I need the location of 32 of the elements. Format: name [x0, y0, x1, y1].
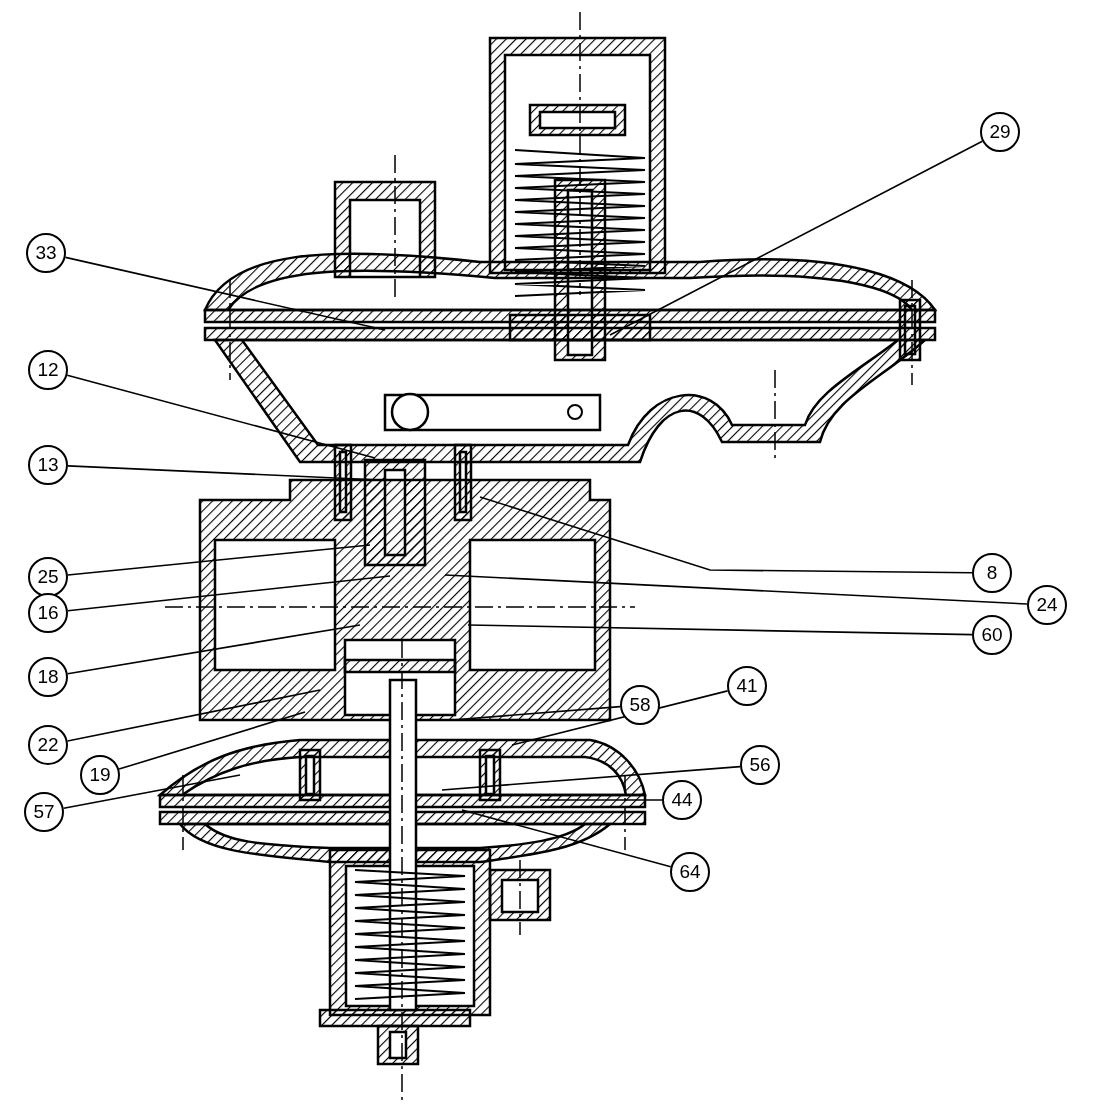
callout-number: 12 [28, 350, 68, 390]
callout-number: 44 [662, 780, 702, 820]
leader-line [479, 496, 973, 574]
leader-line [62, 774, 241, 810]
leader-line [444, 574, 1028, 605]
leader-line [67, 575, 391, 612]
leader-line [66, 374, 376, 459]
callout-number: 24 [1027, 585, 1067, 625]
callout-number: 25 [28, 557, 68, 597]
callout-number: 41 [727, 666, 767, 706]
callout-number: 33 [26, 233, 66, 273]
callout-number: 57 [24, 792, 64, 832]
callout-number: 13 [28, 445, 68, 485]
leader-line [66, 689, 321, 742]
leader-line [64, 256, 386, 331]
leader-line [461, 809, 672, 868]
leader-line [118, 711, 306, 770]
callout-number: 60 [972, 615, 1012, 655]
callout-number: 18 [28, 657, 68, 697]
callout-number: 16 [28, 593, 68, 633]
callout-number: 56 [740, 745, 780, 785]
leader-line [67, 544, 371, 576]
callout-number: 22 [28, 725, 68, 765]
callout-number: 8 [972, 553, 1012, 593]
callout-number: 64 [670, 852, 710, 892]
leader-line [467, 624, 973, 636]
leader-line [609, 140, 984, 336]
leader-line [66, 624, 361, 675]
callout-number: 19 [80, 755, 120, 795]
callout-number: 29 [980, 112, 1020, 152]
callout-number: 58 [620, 685, 660, 725]
leader-line [441, 765, 741, 791]
